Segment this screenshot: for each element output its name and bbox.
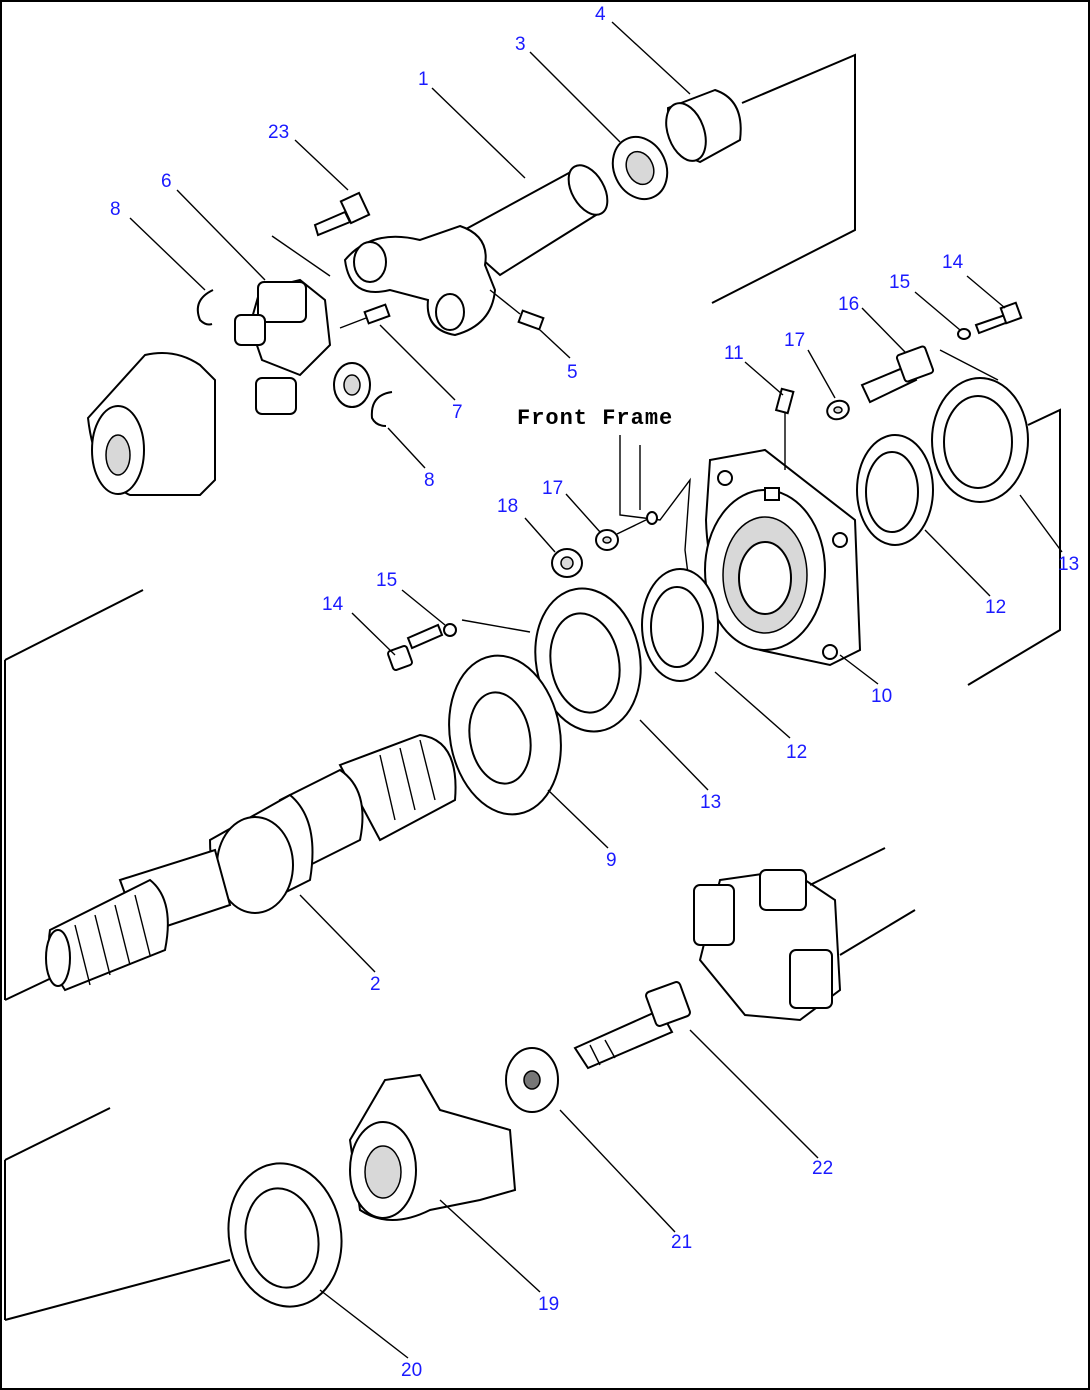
part-9-spacer xyxy=(448,654,562,816)
label-part-20: 20 xyxy=(401,1360,422,1381)
label-part-15-lower: 15 xyxy=(376,570,397,591)
part-4-sleeve xyxy=(665,88,742,164)
label-part-12-right: 12 xyxy=(985,597,1006,618)
part-20-seal xyxy=(227,1162,343,1308)
label-part-8-lower: 8 xyxy=(424,470,435,491)
leader-lines xyxy=(129,21,1063,1359)
label-part-7: 7 xyxy=(452,402,463,423)
leader-bracket-mid xyxy=(461,619,531,633)
part-10-bearing-housing xyxy=(704,448,862,667)
label-part-16: 16 xyxy=(838,294,859,315)
label-part-18: 18 xyxy=(497,496,518,517)
leader-bracket-upper xyxy=(939,349,999,381)
flange-yoke-left xyxy=(86,352,216,496)
part-2-splined-shaft xyxy=(4,589,457,1001)
part-14-bolt-lower xyxy=(387,623,444,671)
label-part-15-upper: 15 xyxy=(889,272,910,293)
part-11-grease-fitting xyxy=(774,387,795,470)
part-14-bolt-upper xyxy=(974,301,1023,335)
label-part-17-lower: 17 xyxy=(542,478,563,499)
part-13-seal-right xyxy=(931,377,1061,686)
front-frame-label: Front Frame xyxy=(517,406,673,431)
label-part-14-upper: 14 xyxy=(942,252,964,273)
assembly-bracket-top xyxy=(271,53,856,304)
part-22-bolt xyxy=(573,981,691,1070)
label-part-13-mid: 13 xyxy=(700,792,721,813)
label-part-13-right: 13 xyxy=(1058,554,1079,575)
part-13-seal-mid xyxy=(534,587,642,733)
label-part-23: 23 xyxy=(268,122,289,143)
part-23-bolt xyxy=(313,191,371,237)
assembly-bracket-bottom xyxy=(4,1107,231,1321)
part-8-snap-ring-lower xyxy=(370,391,393,427)
label-part-2: 2 xyxy=(370,974,381,995)
part-16-bolt xyxy=(860,345,935,404)
label-part-9: 9 xyxy=(606,850,617,871)
label-part-12-mid: 12 xyxy=(786,742,807,763)
front-frame-plate xyxy=(619,435,691,591)
part-5-grease-fitting xyxy=(489,289,545,331)
part-7-grease-fitting xyxy=(339,303,391,329)
label-part-11: 11 xyxy=(724,343,744,364)
part-17-washer-lower xyxy=(595,511,658,551)
universal-joint-lower xyxy=(693,847,916,1022)
label-part-8-upper: 8 xyxy=(110,199,121,220)
label-part-17-upper: 17 xyxy=(784,330,805,351)
part-17-washer-upper xyxy=(826,399,850,421)
part-3-lock-nut xyxy=(611,135,669,201)
part-8-snap-ring-upper xyxy=(196,289,214,326)
label-part-22: 22 xyxy=(812,1158,833,1179)
part-1-slip-yoke xyxy=(343,164,609,337)
part-12-bearing-right xyxy=(856,434,934,546)
part-12-bearing-mid xyxy=(641,568,719,682)
part-15-washer-upper xyxy=(957,328,971,340)
part-21-washer xyxy=(505,1047,559,1113)
label-part-14-lower: 14 xyxy=(322,594,344,615)
label-part-19: 19 xyxy=(538,1294,559,1315)
label-part-3: 3 xyxy=(515,34,526,55)
part-18-nut xyxy=(551,548,583,578)
part-15-washer-lower xyxy=(443,623,457,637)
label-part-10: 10 xyxy=(871,686,892,707)
part-19-flange-yoke xyxy=(348,1073,517,1221)
part-6-spider-journal xyxy=(234,278,371,415)
label-part-1: 1 xyxy=(418,69,429,90)
label-part-21: 21 xyxy=(671,1232,692,1253)
label-part-4: 4 xyxy=(595,4,606,25)
label-part-6: 6 xyxy=(161,171,172,192)
label-part-5: 5 xyxy=(567,362,578,383)
